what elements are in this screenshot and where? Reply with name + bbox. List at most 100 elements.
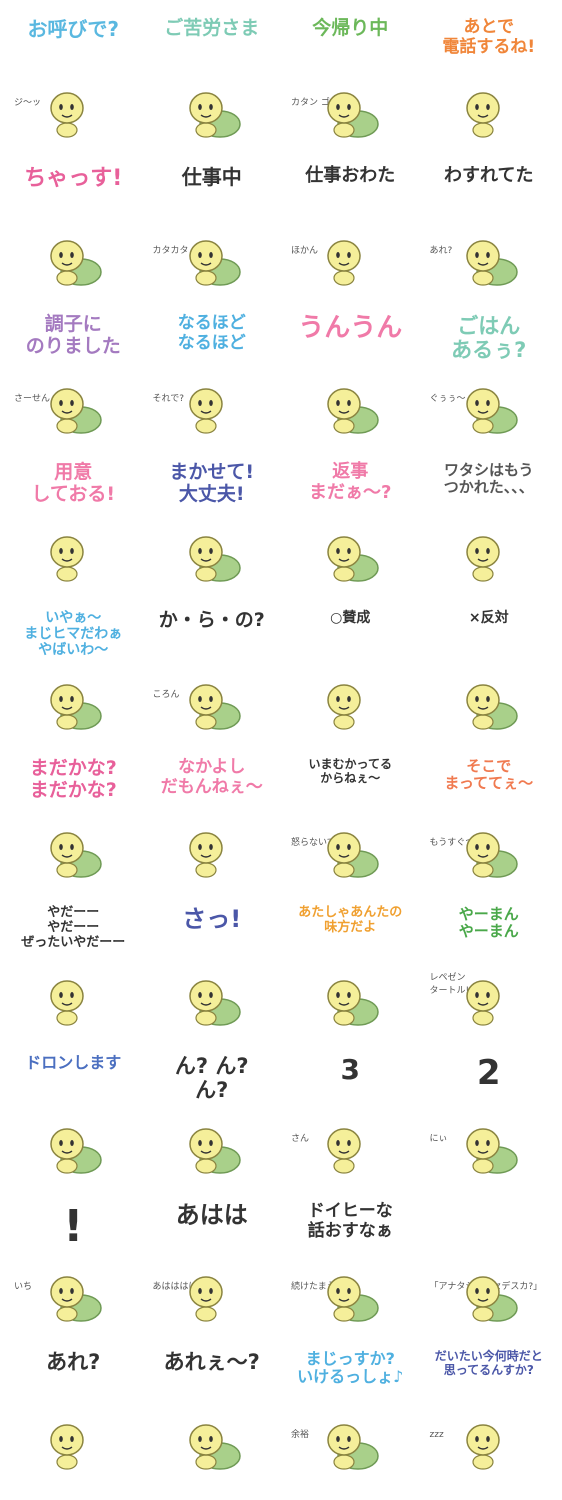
sticker-caption: 今帰り中 (312, 17, 389, 39)
sticker-caption: ワタシはもう つかれた、、、 (443, 461, 534, 497)
sticker-30[interactable]: ん? ん? ん? (143, 1046, 282, 1194)
sticker-caption: 用意 しておる! (31, 461, 116, 505)
turtle-character-icon (457, 228, 521, 292)
sticker-24[interactable]: そこで まっててぇ〜もうすぐつく! (420, 750, 559, 898)
turtle-character-icon (41, 1264, 105, 1328)
sticker-36[interactable]: 「アナタシアワセデスカ?」 (420, 1194, 559, 1342)
turtle-character-icon (318, 1264, 382, 1328)
sticker-16[interactable]: ワタシはもう つかれた、、、 (420, 454, 559, 602)
sticker-caption: なるほど なるほど (177, 313, 246, 353)
turtle-character-icon (318, 228, 382, 292)
sticker-caption: 返事 まだぁ〜? (309, 461, 392, 503)
sticker-20[interactable]: ×反対 (420, 602, 559, 750)
sticker-37[interactable]: あれ? (4, 1342, 143, 1490)
sticker-6[interactable]: 仕事中カタカタ (143, 158, 282, 306)
turtle-character-icon (41, 524, 105, 588)
turtle-character-icon (41, 968, 105, 1032)
sticker-5[interactable]: ちゃっす! (4, 158, 143, 306)
turtle-character-icon (318, 820, 382, 884)
sticker-28[interactable]: やーまん やーまんレペゼン タートル!! (420, 898, 559, 1046)
sticker-8[interactable]: わすれてたあれ? (420, 158, 559, 306)
turtle-character-icon (318, 1116, 382, 1180)
turtle-character-icon (41, 1116, 105, 1180)
sticker-12[interactable]: ごはん あるぅ?ぐぅぅ〜 (420, 306, 559, 454)
sticker-18[interactable]: か・ら・の? ころん (143, 602, 282, 750)
sticker-caption: ごはん あるぅ? (451, 314, 527, 363)
sticker-11[interactable]: うんうん (281, 306, 420, 454)
sticker-subtext: あれ? (429, 246, 453, 256)
sticker-21[interactable]: まだかな? まだかな? (4, 750, 143, 898)
sticker-caption: だいたい今何時だと 思ってるんすか? (434, 1349, 543, 1377)
sticker-caption: ドロンします (25, 1053, 122, 1072)
sticker-2[interactable]: ご苦労さま (143, 10, 282, 158)
sticker-27[interactable]: あたしゃあんたの 味方だよ (281, 898, 420, 1046)
sticker-subtext: ジ〜ッ (14, 98, 42, 108)
sticker-caption: 仕事おわた (305, 165, 396, 186)
turtle-character-icon (457, 376, 521, 440)
sticker-subtext: いち (14, 1282, 33, 1292)
turtle-character-icon (180, 968, 244, 1032)
turtle-character-icon (318, 1412, 382, 1476)
sticker-29[interactable]: ドロンします (4, 1046, 143, 1194)
sticker-caption: まじっすか? いけるっしょ♪ (297, 1349, 404, 1387)
turtle-character-icon (41, 672, 105, 736)
sticker-subtext: 続けたまえ (291, 1282, 336, 1292)
sticker-17[interactable]: いやぁ〜 まじヒマだわぁ やばいわ〜 (4, 602, 143, 750)
turtle-character-icon (318, 80, 382, 144)
turtle-character-icon (180, 1116, 244, 1180)
sticker-caption: お呼びで? (27, 17, 120, 41)
sticker-caption: うんうん (298, 313, 403, 343)
sticker-10[interactable]: なるほど なるほどそれで? (143, 306, 282, 454)
sticker-23[interactable]: いまむかってる からねぇ〜怒らないでねぇ (281, 750, 420, 898)
sticker-caption: いまむかってる からねぇ〜 (308, 757, 392, 785)
sticker-subtext: ころん (152, 690, 180, 700)
turtle-character-icon (41, 376, 105, 440)
sticker-caption: ドイヒーな 話おすなぁ (307, 1201, 393, 1241)
sticker-38[interactable]: あれぇ〜? (143, 1342, 282, 1490)
sticker-22[interactable]: なかよし だもんねぇ〜 (143, 750, 282, 898)
sticker-9[interactable]: 調子に のりましたさーせん (4, 306, 143, 454)
sticker-35[interactable]: ドイヒーな 話おすなぁ続けたまえ (281, 1194, 420, 1342)
turtle-character-icon (41, 820, 105, 884)
sticker-subtext: さーせん (14, 394, 51, 404)
sticker-15[interactable]: 返事 まだぁ〜? (281, 454, 420, 602)
turtle-character-icon (180, 672, 244, 736)
sticker-caption: あれぇ〜? (163, 1350, 260, 1374)
turtle-character-icon (457, 672, 521, 736)
sticker-caption: ! (63, 1201, 84, 1252)
sticker-1[interactable]: お呼びで? ジ〜ッ (4, 10, 143, 158)
turtle-character-icon (318, 376, 382, 440)
sticker-40[interactable]: だいたい今何時だと 思ってるんすか? zzz (420, 1342, 559, 1490)
turtle-character-icon (180, 80, 244, 144)
turtle-character-icon (41, 1412, 105, 1476)
sticker-caption: ×反対 (468, 610, 509, 626)
sticker-caption: ん? ん? ん? (174, 1054, 249, 1103)
sticker-caption: やだーー やだーー ぜったいやだーー (21, 905, 126, 950)
turtle-character-icon (457, 820, 521, 884)
sticker-39[interactable]: まじっすか? いけるっしょ♪余裕 (281, 1342, 420, 1490)
sticker-33[interactable]: ! いち (4, 1194, 143, 1342)
turtle-character-icon (180, 1264, 244, 1328)
turtle-character-icon (457, 524, 521, 588)
sticker-19[interactable]: ○賛成 (281, 602, 420, 750)
sticker-13[interactable]: 用意 しておる! (4, 454, 143, 602)
turtle-character-icon (318, 968, 382, 1032)
sticker-subtext: 怒らないでねぇ (291, 838, 354, 848)
sticker-caption: あはは (175, 1201, 248, 1229)
sticker-4[interactable]: あとで 電話するね! (420, 10, 559, 158)
sticker-34[interactable]: あははあはははは (143, 1194, 282, 1342)
sticker-26[interactable]: さっ! (143, 898, 282, 1046)
turtle-character-icon (180, 376, 244, 440)
sticker-caption: か・ら・の? (158, 609, 265, 631)
sticker-25[interactable]: やだーー やだーー ぜったいやだーー (4, 898, 143, 1046)
sticker-14[interactable]: まかせて! 大丈夫! (143, 454, 282, 602)
sticker-3[interactable]: 今帰り中カタン ゴトン (281, 10, 420, 158)
turtle-character-icon (318, 524, 382, 588)
turtle-character-icon (457, 1412, 521, 1476)
sticker-7[interactable]: 仕事おわたほかん (281, 158, 420, 306)
sticker-subtext: さん (291, 1134, 310, 1144)
sticker-subtext: zzz (429, 1430, 444, 1440)
sticker-caption: ちゃっす! (24, 166, 123, 191)
